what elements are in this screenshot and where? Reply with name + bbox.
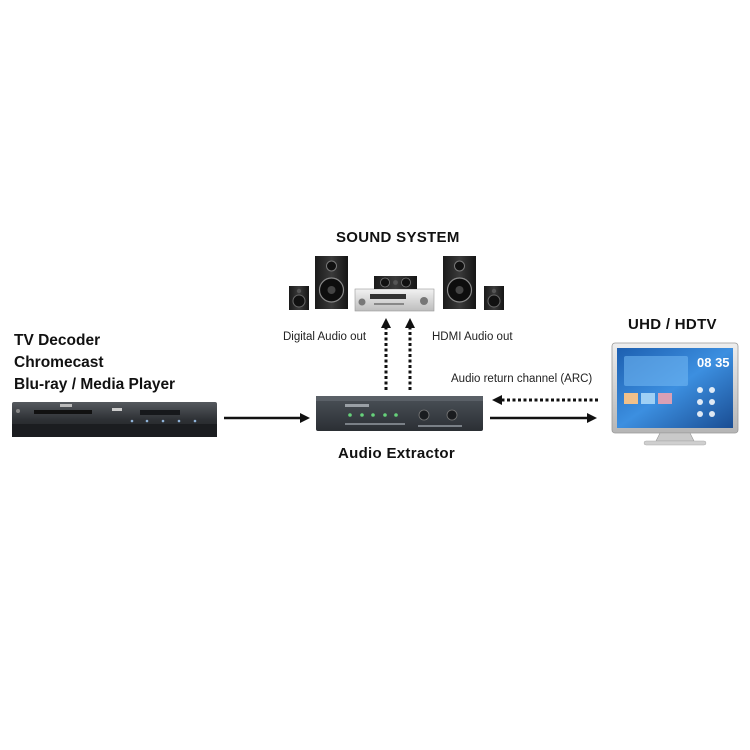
source-line-bluray: Blu-ray / Media Player <box>14 376 176 393</box>
source-line-tv-decoder: TV Decoder <box>14 332 101 349</box>
left-small-speaker <box>289 286 309 310</box>
extractor-to-tv-arrow <box>490 413 597 423</box>
sound-system <box>289 256 504 312</box>
tv-title: UHD / HDTV <box>628 316 717 333</box>
extractor-title: Audio Extractor <box>338 445 456 462</box>
amplifier <box>354 288 435 312</box>
player-to-extractor-arrow <box>224 413 310 423</box>
tv-screen-time: 08 35 <box>697 355 730 370</box>
arc-label: Audio return channel (ARC) <box>451 373 593 385</box>
center-speaker <box>374 276 417 289</box>
digital-audio-up-arrow <box>381 318 391 390</box>
right-tower-speaker <box>443 256 476 309</box>
right-small-speaker <box>484 286 504 310</box>
media-player <box>12 402 217 437</box>
source-device-labels: TV Decoder Chromecast Blu-ray / Media Pl… <box>14 330 175 396</box>
audio-extractor <box>316 396 483 431</box>
sound-system-title: SOUND SYSTEM <box>336 229 460 246</box>
left-tower-speaker <box>315 256 348 309</box>
hdmi-audio-out-label: HDMI Audio out <box>432 331 513 343</box>
digital-audio-out-label: Digital Audio out <box>283 331 367 343</box>
source-line-chromecast: Chromecast <box>14 354 104 371</box>
arrows <box>224 318 598 423</box>
arc-return-arrow <box>492 395 598 405</box>
hdmi-audio-up-arrow <box>405 318 415 390</box>
tv <box>611 342 739 446</box>
